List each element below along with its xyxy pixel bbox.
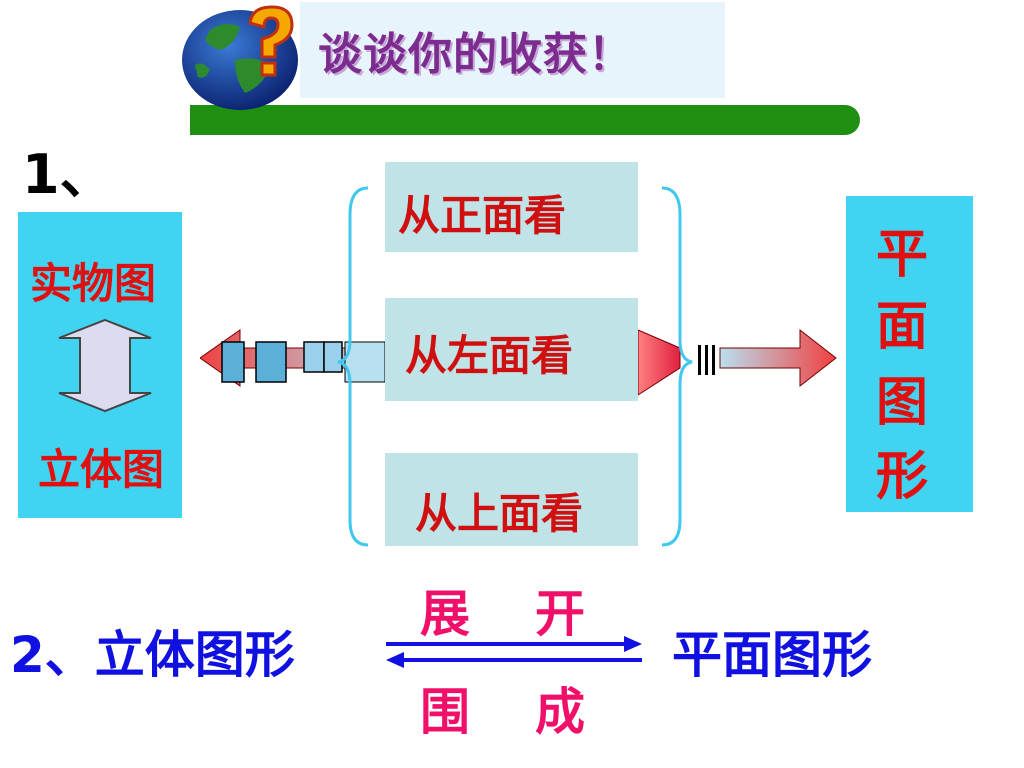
left-brace-icon (337, 186, 369, 547)
double-horizontal-arrow-icon (386, 636, 642, 668)
step2-solid-label: 2、立体图形 (10, 626, 295, 684)
fold-char-1: 围 (420, 683, 470, 741)
right-panel (846, 196, 973, 512)
view-front-label: 从正面看 (398, 191, 567, 240)
double-vertical-arrow-icon (58, 318, 152, 413)
step1-label: 1、 (22, 143, 114, 206)
view-left-label: 从左面看 (405, 331, 574, 380)
right-panel-char: 平 (876, 225, 929, 285)
right-panel-char: 形 (876, 447, 929, 507)
fold-char-2: 成 (535, 683, 585, 741)
globe-question-icon (182, 5, 298, 110)
view-front-box (385, 162, 638, 252)
right-arrow-icon (698, 328, 837, 388)
view-top-label: 从上面看 (415, 489, 584, 538)
right-panel-char: 图 (876, 373, 929, 433)
solid-figure-label: 立体图 (38, 445, 165, 494)
left-arrow-icon (200, 329, 395, 387)
connector-arrows (200, 186, 837, 547)
unfold-char-1: 展 (420, 585, 470, 643)
step2-plane-label: 平面图形 (672, 626, 872, 684)
page-title: 谈谈你的收获！ (318, 29, 633, 80)
unfold-char-2: 开 (535, 585, 585, 643)
green-bar (190, 105, 860, 135)
title-box (300, 2, 725, 98)
right-panel-char: 面 (876, 297, 929, 357)
view-left-box (385, 298, 638, 401)
right-brace-icon (661, 186, 693, 547)
view-top-box (385, 453, 638, 546)
real-object-label: 实物图 (30, 259, 157, 308)
